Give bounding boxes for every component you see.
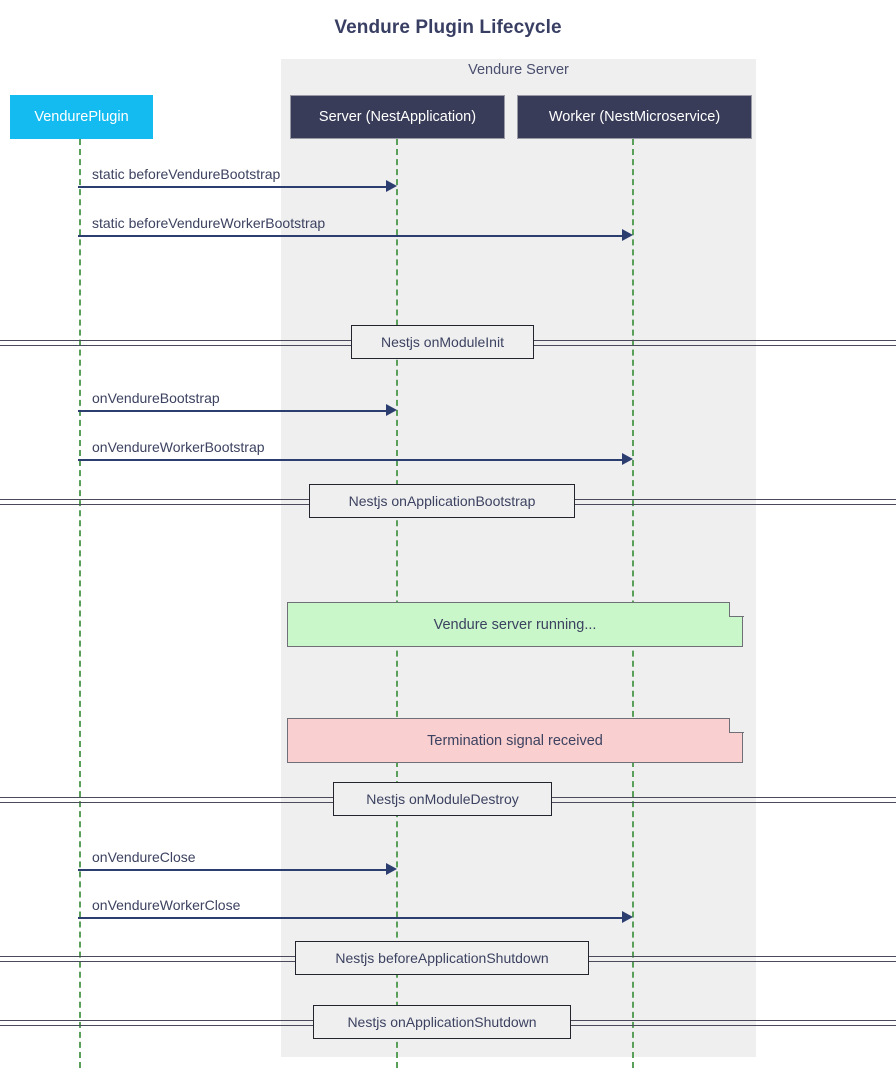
page-title: Vendure Plugin Lifecycle xyxy=(334,17,562,38)
divider-label-on-application-bootstrap: Nestjs onApplicationBootstrap xyxy=(309,484,575,518)
message-arrow-line xyxy=(78,869,387,871)
message-arrow-line xyxy=(78,186,387,188)
note-server-running: Vendure server running... xyxy=(287,601,744,647)
message-arrow-line xyxy=(78,459,623,461)
note-fold-corner-icon xyxy=(728,717,744,733)
divider-label-on-application-shutdown: Nestjs onApplicationShutdown xyxy=(313,1005,571,1039)
divider-label-on-module-init: Nestjs onModuleInit xyxy=(351,325,534,359)
message-arrow-line xyxy=(78,917,623,919)
note-label: Vendure server running... xyxy=(433,616,597,633)
message-arrow-head xyxy=(622,911,633,923)
message-label: static beforeVendureWorkerBootstrap xyxy=(92,215,326,231)
message-label: static beforeVendureBootstrap xyxy=(92,166,281,182)
message-arrow-head xyxy=(622,229,633,241)
divider-label-on-module-destroy: Nestjs onModuleDestroy xyxy=(333,782,552,816)
note-fold-corner-icon xyxy=(728,601,744,617)
message-label: onVendureClose xyxy=(92,849,196,865)
participant-server[interactable]: Server (NestApplication) xyxy=(290,95,505,139)
group-box-vendure-server xyxy=(281,59,756,1057)
participant-worker[interactable]: Worker (NestMicroservice) xyxy=(517,95,752,139)
message-label: onVendureWorkerClose xyxy=(92,897,241,913)
message-arrow-head xyxy=(386,404,397,416)
message-arrow-head xyxy=(386,863,397,875)
participant-vendure-plugin[interactable]: VendurePlugin xyxy=(10,95,153,139)
message-arrow-line xyxy=(78,410,387,412)
participant-label-plugin: VendurePlugin xyxy=(34,109,129,125)
lifeline-plugin xyxy=(79,139,81,1068)
message-label: onVendureBootstrap xyxy=(92,390,220,406)
message-arrow-line xyxy=(78,235,623,237)
participant-label-worker: Worker (NestMicroservice) xyxy=(548,109,721,125)
divider-label-before-application-shutdown: Nestjs beforeApplicationShutdown xyxy=(295,941,589,975)
note-termination-signal: Termination signal received xyxy=(287,717,744,763)
group-label-vendure-server: Vendure Server xyxy=(468,62,569,78)
note-label: Termination signal received xyxy=(427,732,603,749)
message-arrow-head xyxy=(386,180,397,192)
message-arrow-head xyxy=(622,453,633,465)
message-label: onVendureWorkerBootstrap xyxy=(92,439,265,455)
participant-label-server: Server (NestApplication) xyxy=(318,109,477,125)
